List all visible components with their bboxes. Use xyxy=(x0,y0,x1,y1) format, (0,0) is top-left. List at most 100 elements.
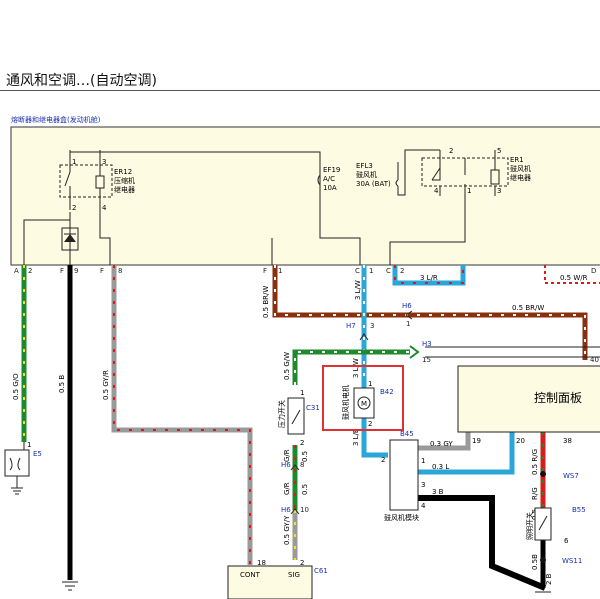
conn-f8-letter: F xyxy=(100,267,104,275)
b45-name: 鼓风机模块 xyxy=(384,513,419,522)
er12-pin4: 4 xyxy=(102,204,107,212)
wire-wr-label: 0.5 W/R xyxy=(560,274,588,282)
c61-code: C61 xyxy=(314,567,328,575)
b45-code: B45 xyxy=(400,430,414,438)
control-panel-name: 控制面板 xyxy=(534,391,582,405)
b42-name: 鼓风机电机 xyxy=(341,385,350,420)
page-title: 通风和空调…(自动空调) xyxy=(6,73,157,89)
b42-pin2: 2 xyxy=(368,420,372,428)
wire-brw xyxy=(272,265,588,360)
h7-chevron xyxy=(359,333,369,341)
er12-pin1: 1 xyxy=(72,158,76,166)
h6a-chevron xyxy=(405,310,413,320)
wire-3b-label: 3 B xyxy=(432,488,444,496)
h6b-chevron xyxy=(290,464,300,471)
er1-name2: 继电器 xyxy=(510,173,531,182)
b45-pin3: 3 xyxy=(421,481,425,489)
wire-gr1-label: G/R xyxy=(283,449,291,462)
wire-lb-label: 3 L/B xyxy=(352,428,360,446)
fuse-efl3: EFL3 鼓风机 30A (BAT) xyxy=(356,162,399,188)
b55-pin: 6 xyxy=(564,537,569,545)
cp-pin38: 38 xyxy=(563,437,572,445)
wire-lr-label: 3 L/R xyxy=(420,274,438,282)
h3-arrow xyxy=(409,345,420,359)
h6a-code: H6 xyxy=(402,302,412,310)
wire-rg2-label: R/G xyxy=(531,487,539,500)
er12-code: ER12 xyxy=(114,168,132,176)
motor-glyph: M xyxy=(361,400,367,408)
h3-code: H3 xyxy=(422,340,432,348)
er12-name2: 继电器 xyxy=(114,185,135,194)
er1-name1: 鼓风机 xyxy=(510,164,531,173)
wire-gy-label: 0.3 GY xyxy=(430,440,453,448)
h7-code: H7 xyxy=(346,322,356,330)
c31-pin2: 2 xyxy=(300,439,304,447)
component-b42: M B42 1 2 鼓风机电机 xyxy=(322,365,404,431)
ef19-code: EF19 xyxy=(323,166,340,174)
inline-connectors: H6 1 H7 3 H3 15 H6 8 H6 10 WS7 WS11 40 xyxy=(281,302,599,565)
fusebox-internal-wiring xyxy=(23,149,496,265)
efl3-rating: 30A (BAT) xyxy=(356,180,391,188)
b55-name: 照明开关 xyxy=(525,512,534,540)
wire-brw-h-label: 0.5 BR/W xyxy=(512,304,544,312)
cp-pin19: 19 xyxy=(472,437,481,445)
er1-code: ER1 xyxy=(510,156,524,164)
wire-2b-label: 2 B xyxy=(545,573,553,585)
h6b-code: H6 xyxy=(281,461,291,469)
wire-05a-label: 0.5 xyxy=(301,451,309,462)
wire-rg1-label: 0.5 R/G xyxy=(531,449,539,475)
conn-f9-pin: 9 xyxy=(74,267,78,275)
b42-pin1: 1 xyxy=(368,380,372,388)
wire-3b xyxy=(418,495,547,591)
wire-b-label: 0.5 B xyxy=(58,375,66,393)
diode-symbol xyxy=(61,227,79,251)
h7-pin: 3 xyxy=(370,322,374,330)
ws7-splice xyxy=(540,471,546,477)
c31-code: C31 xyxy=(306,404,320,412)
c31-pin1: 1 xyxy=(300,389,304,397)
component-b45: B45 2 1 3 4 鼓风机模块 xyxy=(381,430,426,522)
ef19-name: A/C xyxy=(323,175,335,183)
c61-label1: CONT xyxy=(240,571,261,579)
er1-pin2: 2 xyxy=(449,147,453,155)
efl3-code: EFL3 xyxy=(356,162,373,170)
efl3-name: 鼓风机 xyxy=(356,170,377,179)
conn-c2-pin: 2 xyxy=(400,267,404,275)
wire-gw-label: 0.5 G/W xyxy=(283,352,291,380)
wire-gw xyxy=(292,349,410,560)
component-control-panel: 控制面板 19 20 38 xyxy=(457,365,600,445)
wire-gr2-label: G/R xyxy=(283,482,291,495)
cp-pin20: 20 xyxy=(516,437,525,445)
wire-lr xyxy=(392,265,466,286)
er12-pin2: 2 xyxy=(72,204,76,212)
b42-highlight-box xyxy=(322,365,404,431)
pin-40: 40 xyxy=(590,356,599,364)
wire-gyy-label: 0.5 GY/Y xyxy=(283,515,291,545)
component-c61: CONT SIG 18 2 C61 xyxy=(227,559,328,599)
h6c-code: H6 xyxy=(281,506,291,514)
ground-symbol-b xyxy=(62,581,78,591)
ws7-code: WS7 xyxy=(563,472,579,480)
wire-lw-top-label: 3 L/W xyxy=(354,280,362,300)
er12-pin3: 3 xyxy=(102,158,106,166)
conn-d-letter: D xyxy=(591,267,596,275)
wire-gyr xyxy=(111,265,253,565)
er1-pin3: 3 xyxy=(497,187,501,195)
wire-gy-h xyxy=(418,432,471,451)
conn-c2-letter: C xyxy=(386,267,391,275)
ws11-code: WS11 xyxy=(562,557,582,565)
relay-er12: 1 3 2 4 ER12 压缩机 继电器 xyxy=(59,150,135,220)
c61-label2: SIG xyxy=(288,571,300,579)
e5-code: E5 xyxy=(33,450,42,458)
er1-pin4: 4 xyxy=(434,187,439,195)
component-e5: 1 E5 xyxy=(4,441,42,495)
conn-f9-letter: F xyxy=(60,267,64,275)
b45-pin1: 1 xyxy=(421,457,425,465)
title-rule xyxy=(0,90,600,91)
h6c-chevron xyxy=(290,508,300,515)
er1-pin5: 5 xyxy=(497,147,501,155)
wire-gyr-label: 0.5 GY/R xyxy=(102,370,110,400)
c61-pin2: 2 xyxy=(300,559,304,567)
b55-code: B55 xyxy=(572,506,586,514)
b42-code: B42 xyxy=(380,388,394,396)
